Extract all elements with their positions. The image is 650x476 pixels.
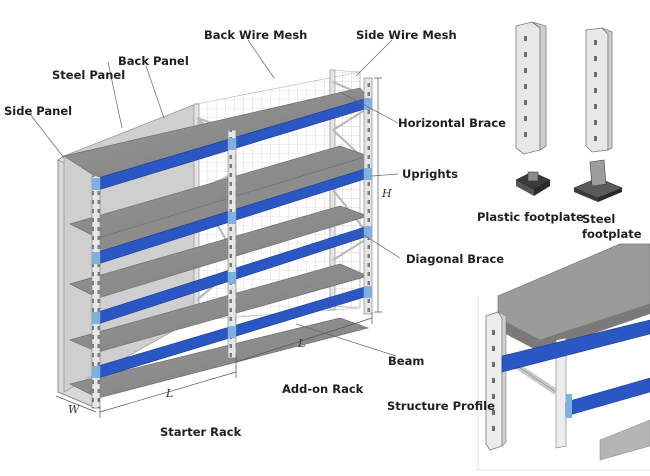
structure-detail-inset: [477, 243, 650, 471]
front-uprights: [91, 77, 373, 409]
label-side-panel: Side Panel: [4, 104, 73, 118]
dim-height: H: [382, 187, 392, 200]
upright-profile-2: [585, 27, 613, 153]
label-horizontal-brace: Horizontal Brace: [398, 116, 506, 130]
label-steel-footplate-1: Steel: [582, 212, 616, 226]
label-uprights: Uprights: [402, 167, 458, 181]
dim-width: W: [68, 403, 80, 416]
main-rack: [29, 39, 401, 418]
label-diagonal-brace: Diagonal Brace: [406, 252, 505, 266]
label-steel-footplate-2: footplate: [582, 227, 642, 241]
label-plastic-footplate: Plastic footplate: [477, 210, 584, 224]
steel-footplate-shape: [573, 159, 623, 202]
label-steel-panel: Steel Panel: [52, 68, 126, 82]
label-side-wire-mesh: Side Wire Mesh: [356, 28, 457, 42]
label-back-panel: Back Panel: [118, 54, 189, 68]
label-back-wire-mesh: Back Wire Mesh: [204, 28, 308, 42]
label-structure-profile: Structure Profile: [387, 399, 495, 413]
dim-length-add-on: L: [298, 337, 306, 350]
dim-length-starter: L: [166, 387, 174, 400]
label-add-on-rack: Add-on Rack: [282, 382, 364, 396]
label-starter-rack: Starter Rack: [160, 425, 242, 439]
upright-profile-1: [515, 21, 547, 155]
plastic-footplate-shape: [515, 171, 551, 196]
label-beam: Beam: [388, 354, 425, 368]
